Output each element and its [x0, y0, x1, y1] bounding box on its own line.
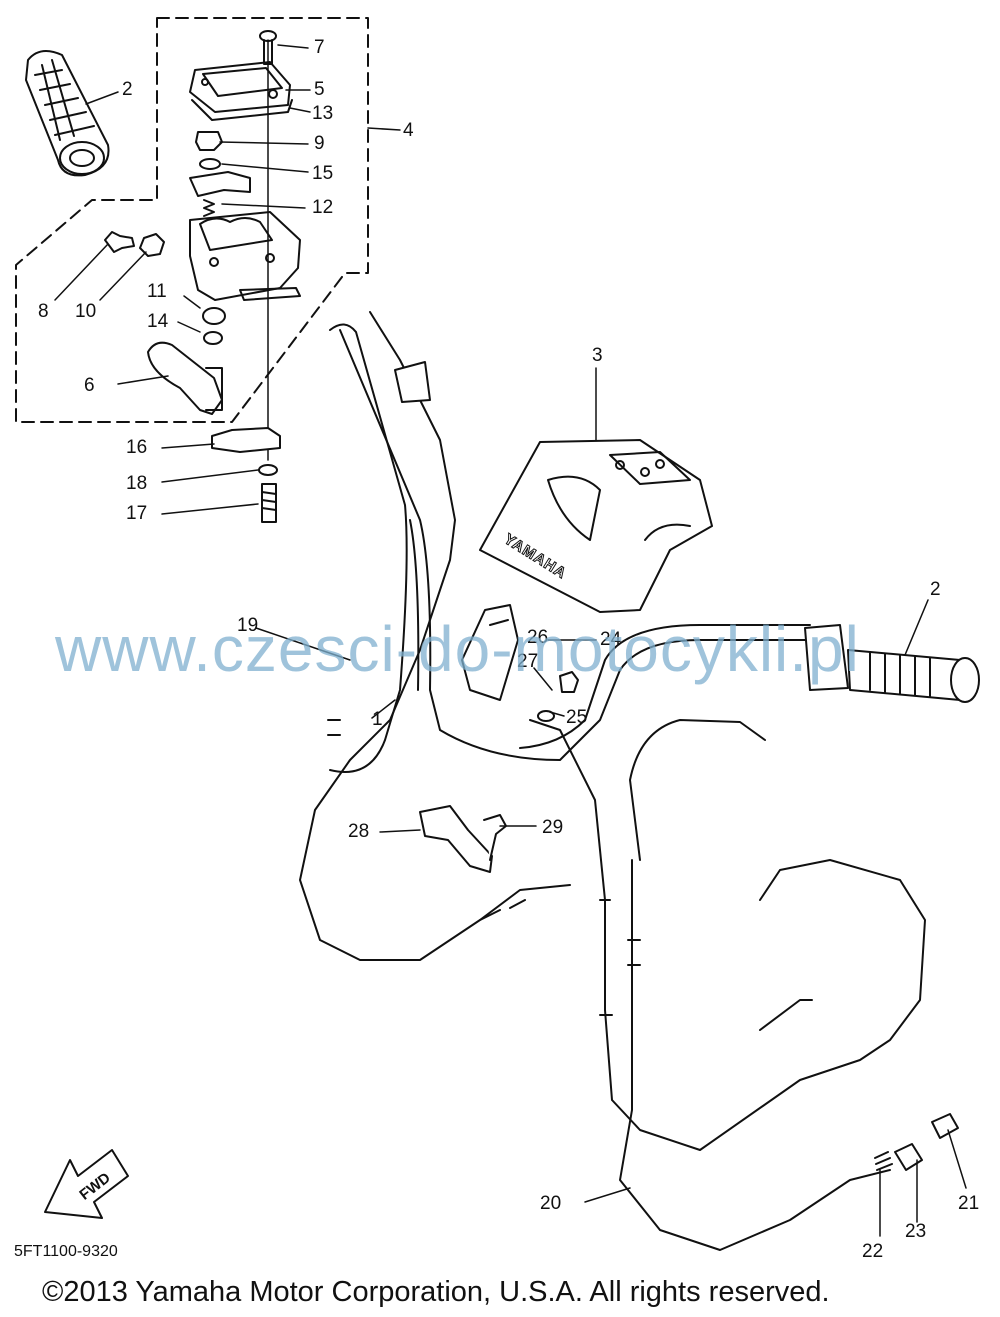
callout-3: 3 — [592, 345, 603, 366]
washer-14 — [203, 331, 223, 345]
callout-24: 24 — [600, 629, 622, 650]
callout-20: 20 — [540, 1193, 562, 1214]
leader-lines — [54, 44, 967, 1237]
nut-9 — [195, 131, 223, 151]
washer-15 — [199, 158, 221, 170]
callout-1: 1 — [372, 709, 383, 730]
copyright-notice: ©2013 Yamaha Motor Corporation, U.S.A. A… — [42, 1276, 830, 1308]
throttle-cover — [189, 61, 293, 121]
lever-plate — [189, 171, 251, 197]
washer-18 — [258, 464, 278, 476]
callout-17: 17 — [126, 503, 148, 524]
switch-24 — [461, 604, 519, 701]
callout-4: 4 — [403, 120, 414, 141]
callout-22: 22 — [862, 1241, 884, 1262]
washer-11 — [202, 307, 226, 325]
callout-2-left: 2 — [122, 79, 133, 100]
callout-12: 12 — [312, 197, 334, 218]
nut-10 — [139, 233, 165, 257]
catalog-code: 5FT1100-9320 — [14, 1243, 118, 1260]
callout-18: 18 — [126, 473, 148, 494]
callout-23: 23 — [905, 1221, 927, 1242]
callout-11: 11 — [147, 281, 167, 302]
callout-10: 10 — [75, 301, 97, 322]
callout-14: 14 — [147, 311, 169, 332]
callout-15: 15 — [312, 163, 334, 184]
fwd-arrow — [44, 1149, 129, 1219]
callout-8: 8 — [38, 301, 49, 322]
spring-12 — [203, 199, 215, 217]
throttle-housing — [189, 211, 301, 301]
callout-29: 29 — [542, 817, 564, 838]
watermark: www.czesci-do-motocykli.pl — [55, 613, 860, 685]
right-grip — [804, 624, 980, 703]
spring-22 — [874, 1151, 893, 1171]
callout-19: 19 — [237, 615, 259, 636]
cable-20 — [529, 719, 926, 1251]
callout-7: 7 — [314, 37, 325, 58]
assembly-boundary — [15, 17, 369, 423]
bracket-28 — [419, 805, 493, 873]
callout-21: 21 — [958, 1193, 980, 1214]
callout-25: 25 — [566, 707, 588, 728]
left-grip — [25, 50, 110, 177]
callout-6: 6 — [84, 375, 95, 396]
callout-2-right: 2 — [930, 579, 941, 600]
screw-27 — [559, 671, 579, 693]
callout-13: 13 — [312, 103, 334, 124]
callout-9: 9 — [314, 133, 325, 154]
callout-16: 16 — [126, 437, 148, 458]
bolt-17 — [261, 483, 277, 523]
clamp-16 — [211, 427, 281, 453]
throttle-cable-19 — [299, 311, 571, 961]
handlebar-cover-3 — [479, 439, 713, 613]
adjuster-23 — [894, 1143, 923, 1171]
callout-27: 27 — [517, 651, 539, 672]
fitting-21 — [931, 1113, 959, 1139]
nut-25 — [537, 710, 555, 722]
callout-28: 28 — [348, 821, 370, 842]
handlebar-1 — [329, 323, 811, 773]
bolt-8 — [104, 231, 135, 253]
callout-5: 5 — [314, 79, 325, 100]
throttle-lever-6 — [147, 341, 223, 415]
callout-26: 26 — [527, 627, 549, 648]
